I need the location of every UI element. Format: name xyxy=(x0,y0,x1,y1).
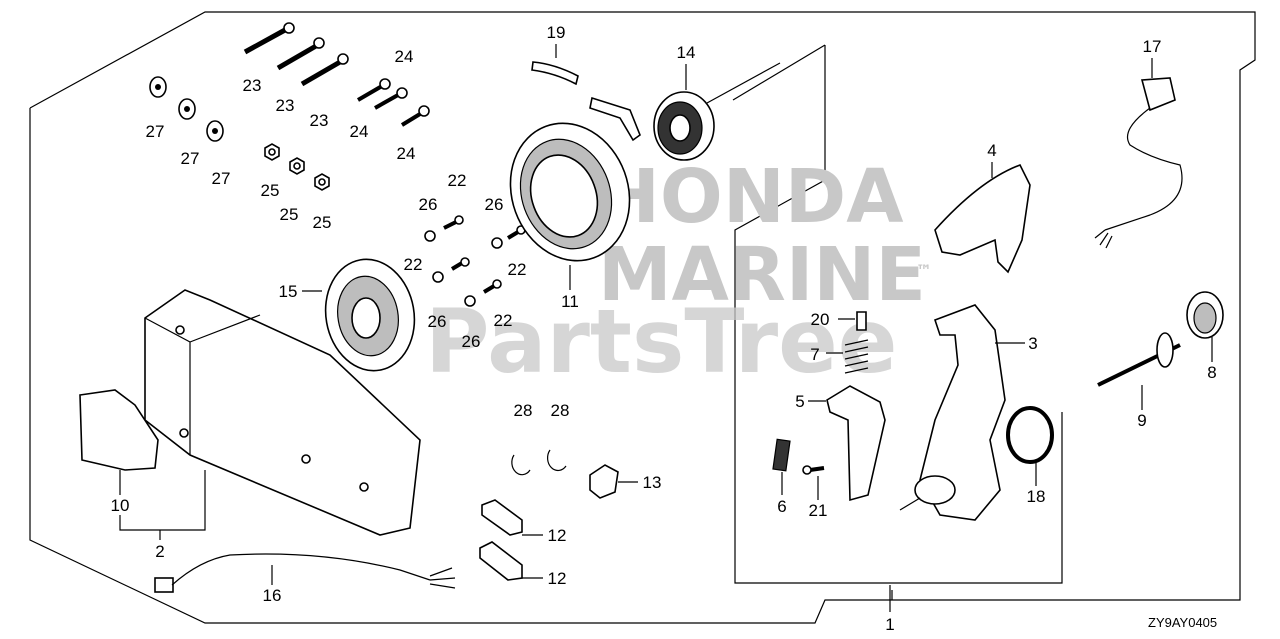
callout-25: 25 xyxy=(280,205,299,224)
callout-21: 21 xyxy=(809,501,828,520)
callout-27: 27 xyxy=(146,122,165,141)
flange-15 xyxy=(324,258,416,372)
housing-2 xyxy=(144,289,421,536)
clip-28-a xyxy=(511,454,531,476)
callout-20: 20 xyxy=(811,310,830,329)
callout-5: 5 xyxy=(795,392,804,411)
callout-8: 8 xyxy=(1207,363,1216,382)
plate-12-b xyxy=(479,541,523,581)
callout-11: 11 xyxy=(561,292,579,311)
callout-3: 3 xyxy=(1028,334,1037,353)
callout-23: 23 xyxy=(243,76,262,95)
watermark-tm: ™ xyxy=(916,261,932,280)
callout-25: 25 xyxy=(313,213,332,232)
ring-18 xyxy=(1006,406,1054,464)
shaft-9 xyxy=(1097,332,1181,387)
clip-28-b xyxy=(546,449,567,472)
diagram-code: ZY9AY0405 xyxy=(1148,615,1217,630)
block-6 xyxy=(772,438,791,472)
callout-16: 16 xyxy=(263,586,282,605)
switch-17 xyxy=(1094,77,1183,249)
screw-24-parts xyxy=(356,78,430,127)
callout-26: 26 xyxy=(428,312,447,331)
plate-12-a xyxy=(481,499,523,536)
pad-10 xyxy=(79,389,159,471)
screw-21 xyxy=(802,465,825,475)
callout-26: 26 xyxy=(462,332,481,351)
callout-15: 15 xyxy=(279,282,298,301)
callout-22: 22 xyxy=(404,255,423,274)
knob-8 xyxy=(1186,291,1224,339)
cover-4 xyxy=(934,163,1031,274)
callout-10: 10 xyxy=(111,496,130,515)
callout-25: 25 xyxy=(261,181,280,200)
drum-11 xyxy=(509,122,631,262)
screw-washer-parts xyxy=(424,215,526,307)
callout-24: 24 xyxy=(395,47,414,66)
block-13 xyxy=(589,464,619,499)
callout-27: 27 xyxy=(212,169,231,188)
callout-7: 7 xyxy=(810,345,819,364)
callout-28: 28 xyxy=(551,401,570,420)
leader-lines xyxy=(119,44,1213,612)
callout-labels: 19 14 17 23 23 23 24 24 24 27 27 27 25 2… xyxy=(111,23,1217,634)
nut-25-parts xyxy=(264,143,330,191)
callout-23: 23 xyxy=(276,96,295,115)
callout-14: 14 xyxy=(677,43,696,62)
callout-26: 26 xyxy=(485,195,504,214)
callout-23: 23 xyxy=(310,111,329,130)
washer-27-parts xyxy=(149,76,224,142)
callout-22: 22 xyxy=(448,171,467,190)
callout-19: 19 xyxy=(547,23,566,42)
callout-28: 28 xyxy=(514,401,533,420)
plate-19 xyxy=(531,61,579,86)
pin-20 xyxy=(856,311,867,331)
callout-12: 12 xyxy=(548,526,567,545)
callout-4: 4 xyxy=(987,141,996,160)
subassembly-outline xyxy=(734,45,1063,584)
watermark-brand: HONDA xyxy=(598,154,903,240)
callout-17: 17 xyxy=(1143,37,1162,56)
callout-27: 27 xyxy=(181,149,200,168)
bolt-23-parts xyxy=(243,22,349,87)
callout-26: 26 xyxy=(419,195,438,214)
callout-24: 24 xyxy=(397,144,416,163)
callout-9: 9 xyxy=(1137,411,1146,430)
harness-16 xyxy=(154,553,456,593)
callout-6: 6 xyxy=(777,497,786,516)
gear-14 xyxy=(653,91,715,161)
callout-18: 18 xyxy=(1027,487,1046,506)
assembly-outline xyxy=(29,11,1256,624)
callout-22: 22 xyxy=(508,260,527,279)
callout-24: 24 xyxy=(350,122,369,141)
lever-3 xyxy=(919,304,1006,521)
spring-plate xyxy=(589,96,641,142)
arm-5 xyxy=(826,385,886,502)
callout-22: 22 xyxy=(494,311,513,330)
callout-12: 12 xyxy=(548,569,567,588)
callout-13: 13 xyxy=(643,473,662,492)
watermark: HONDA MARINE ™ PartsTree xyxy=(425,154,932,393)
watermark-sub: MARINE xyxy=(598,232,926,318)
watermark-site: PartsTree xyxy=(425,290,897,393)
spring-7 xyxy=(844,339,869,374)
callout-2: 2 xyxy=(155,542,164,561)
callout-1: 1 xyxy=(885,615,894,634)
